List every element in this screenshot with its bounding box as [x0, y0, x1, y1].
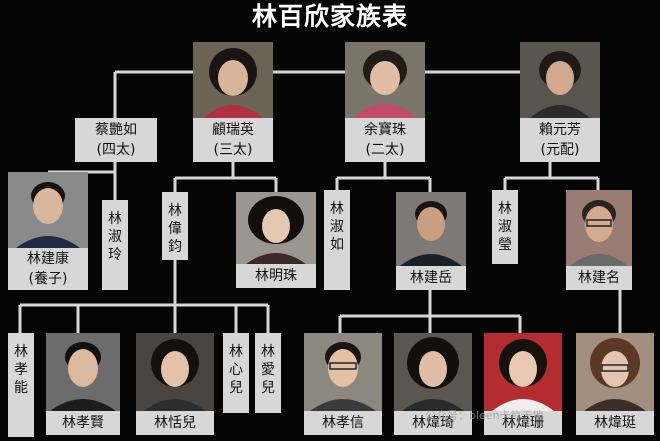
child-lin-jiankang-portrait: [8, 172, 88, 248]
child-name-char-2: 淑: [108, 229, 122, 245]
grandchild-lin-weiting-label: 林煒珽: [576, 411, 654, 435]
child-lin-shuling: 林 淑 玲: [102, 200, 128, 290]
grandchild-name-char-1: 林: [14, 344, 28, 360]
grandchild-lin-weishan-portrait: [484, 333, 562, 411]
spouse-gu-label: 顧瑞英 (三太): [193, 118, 273, 162]
grandchild-name-char-1: 林: [229, 344, 243, 360]
portrait-man-icon: [304, 333, 382, 411]
child-lin-jiankang-label: 林建康 (養子): [8, 248, 88, 290]
grandchild-name-char-3: 兒: [229, 380, 243, 396]
spouse-gu-portrait: [193, 42, 273, 118]
child-lin-jianming-label: 林建名: [566, 266, 632, 290]
child-name-char-2: 偉: [168, 221, 182, 237]
portrait-man-icon: [396, 192, 466, 266]
spouse-yu-label: 余寶珠 (二太): [345, 118, 425, 162]
spouse-name: 賴元芳: [539, 122, 581, 138]
spouse-name: 蔡艷如: [95, 122, 137, 138]
portrait-man-icon: [566, 190, 632, 266]
portrait-man-icon: [8, 172, 88, 248]
spouse-name: 顧瑞英: [212, 122, 254, 138]
spouse-lai-label: 賴元芳 (元配): [520, 118, 600, 162]
child-name-char-1: 林: [108, 211, 122, 227]
child-lin-weijun: 林 偉 鈞: [162, 192, 188, 260]
spouse-name: 余寶珠: [364, 122, 406, 138]
grandchild-lin-xiaoxin-label: 林孝信: [304, 411, 382, 435]
child-name: 林建康: [27, 251, 69, 267]
grandchild-lin-tianer-label: 林恬兒: [136, 411, 214, 435]
child-note: (養子): [28, 271, 68, 287]
child-lin-mingzhu-portrait: [236, 192, 316, 264]
portrait-woman-icon: [136, 333, 214, 411]
child-lin-shuru: 林 淑 如: [324, 190, 350, 290]
grandchild-name-char-2: 愛: [261, 362, 275, 378]
child-name-char-2: 淑: [330, 219, 344, 235]
portrait-woman-icon: [193, 42, 273, 118]
child-name-char-3: 如: [330, 237, 344, 253]
grandchild-lin-xiaoxin-portrait: [304, 333, 382, 411]
grandchild-lin-weiqi-label: 林煒琦: [394, 411, 472, 435]
child-name-char-1: 林: [168, 203, 182, 219]
grandchild-lin-xiaoxian-portrait: [46, 333, 120, 411]
child-name-char-2: 淑: [498, 219, 512, 235]
portrait-man-icon: [46, 333, 120, 411]
portrait-woman-icon: [345, 42, 425, 118]
grandchild-lin-tianer-portrait: [136, 333, 214, 411]
grandchild-name-char-3: 兒: [261, 380, 275, 396]
grandchild-name-char-2: 孝: [14, 362, 28, 378]
spouse-lai-portrait: [520, 42, 600, 118]
child-name-char-1: 林: [330, 201, 344, 217]
page-title: 林百欣家族表: [251, 2, 408, 31]
portrait-woman-icon: [236, 192, 316, 264]
spouse-role: (元配): [540, 142, 580, 158]
child-name-char-3: 鈞: [168, 239, 182, 255]
grandchild-lin-weishan-label: 林煒珊: [484, 411, 562, 435]
child-lin-jianyue-portrait: [396, 192, 466, 266]
grandchild-name-char-2: 心: [229, 362, 243, 378]
spouse-cai-label: 蔡艷如 (四太): [75, 118, 157, 162]
child-lin-jianyue-label: 林建岳: [396, 266, 466, 290]
grandchild-name-char-3: 能: [14, 380, 28, 396]
grandchild-lin-xiaoxian-label: 林孝賢: [46, 411, 120, 435]
spouse-role: (三太): [213, 142, 253, 158]
spouse-yu-portrait: [345, 42, 425, 118]
grandchild-lin-weiqi-portrait: [394, 333, 472, 411]
grandchild-lin-aier: 林 愛 兒: [255, 333, 281, 413]
portrait-woman-icon: [520, 42, 600, 118]
spouse-role: (四太): [96, 142, 136, 158]
spouse-role: (二太): [365, 142, 405, 158]
child-name-char-1: 林: [498, 201, 512, 217]
child-name-char-3: 瑩: [498, 237, 512, 253]
portrait-woman-icon: [576, 333, 654, 411]
child-lin-mingzhu-label: 林明珠: [236, 264, 316, 288]
portrait-woman-icon: [394, 333, 472, 411]
child-lin-shuying: 林 淑 瑩: [492, 190, 518, 264]
grandchild-lin-xiner: 林 心 兒: [223, 333, 249, 413]
child-lin-jianming-portrait: [566, 190, 632, 266]
portrait-woman-icon: [484, 333, 562, 411]
grandchild-lin-xiaoneng: 林 孝 能: [8, 333, 34, 437]
child-name-char-3: 玲: [108, 247, 122, 263]
watermark-text: 公众号：bleen卡片天地: [425, 409, 544, 422]
grandchild-lin-weiting-portrait: [576, 333, 654, 411]
grandchild-name-char-1: 林: [261, 344, 275, 360]
